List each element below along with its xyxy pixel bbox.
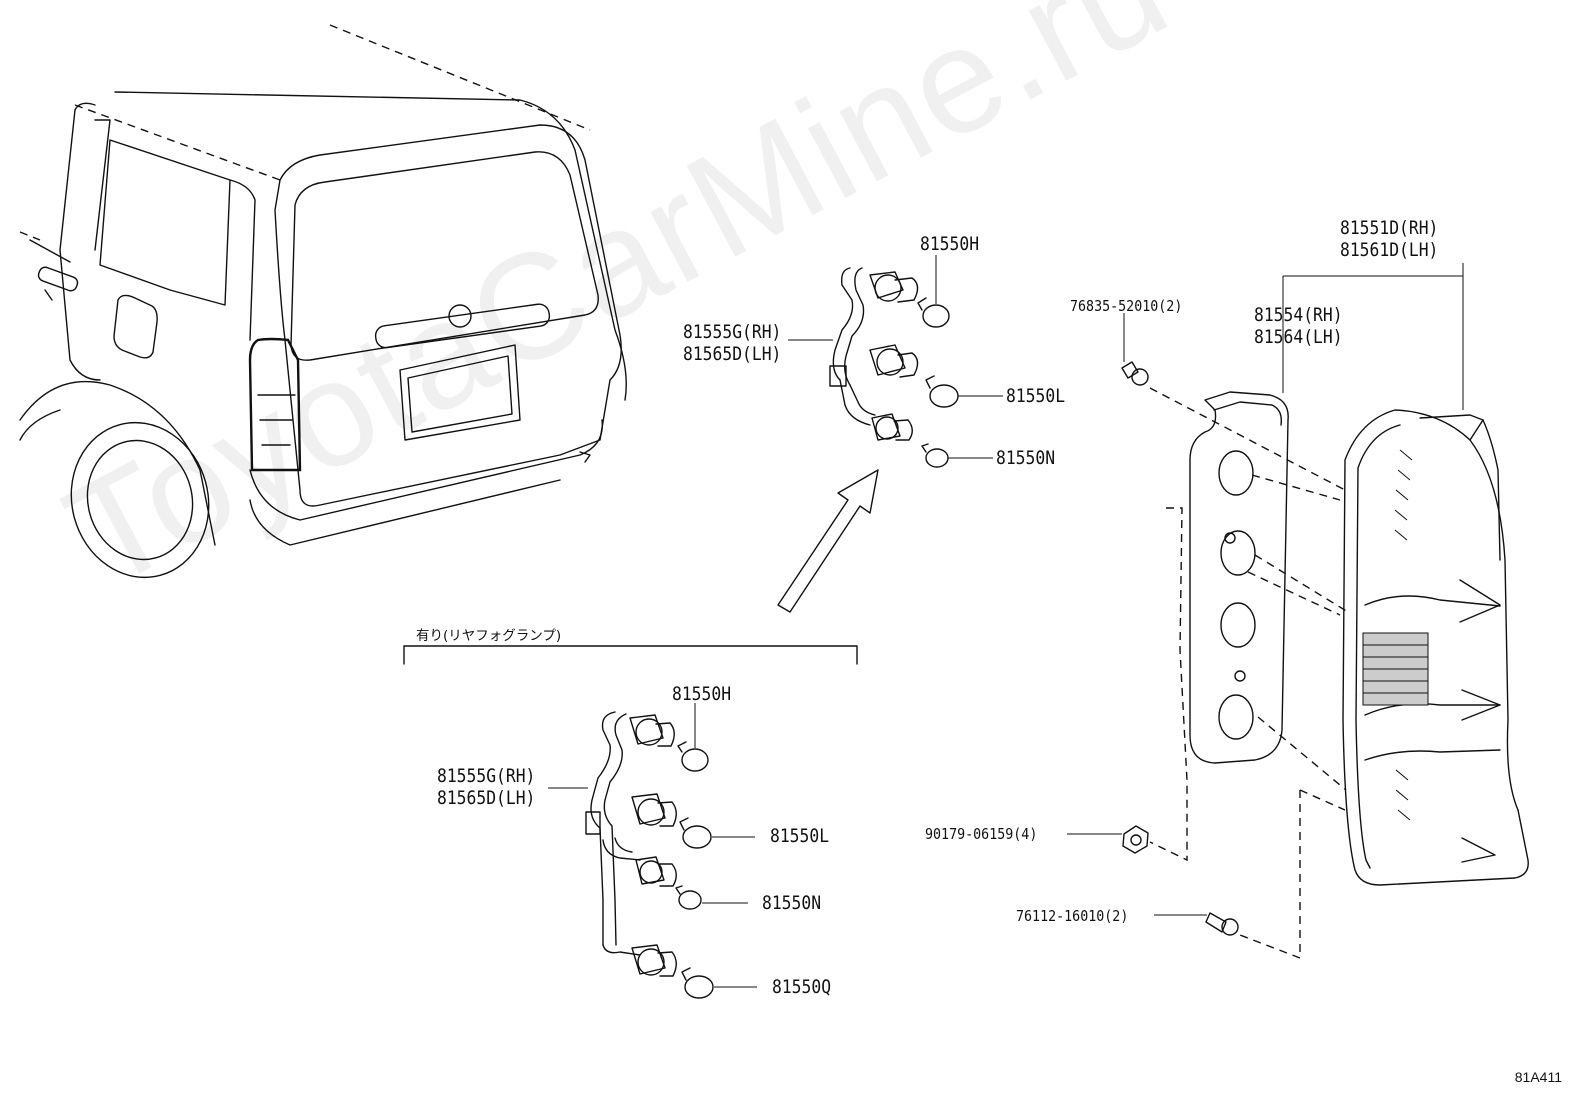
lamp-assy-rh-label: 81551D(RH) — [1340, 217, 1439, 239]
fog-socket-rh-label: 81555G(RH) — [437, 765, 536, 787]
diagram-code: 81A411 — [1514, 1069, 1562, 1085]
fog-bulb-l-label: 81550L — [770, 825, 830, 847]
installation-dashed-lines — [1149, 387, 1349, 960]
fog-bulb-h-label: 81550H — [672, 683, 732, 705]
upper-socket-rh-label: 81555G(RH) — [683, 321, 782, 343]
nut-part-label: 90179-06159(4) — [925, 825, 1038, 843]
clip-part-label: 76835-52010(2) — [1070, 297, 1183, 315]
fog-variant-bracket — [403, 645, 858, 665]
fog-variant-title: 有り(リヤフォグランプ) — [416, 628, 562, 644]
upper-bulb-h-label: 81550H — [920, 233, 980, 255]
upper-bulb-n-label: 81550N — [996, 447, 1056, 469]
lamp-gasket-illustration — [1189, 391, 1289, 764]
tail-lamp-illustration — [1342, 409, 1529, 886]
upper-socket-lh-label: 81565D(LH) — [683, 343, 782, 365]
screw-part-label: 76112-16010(2) — [1016, 907, 1129, 925]
lamp-assy-lh-label: 81561D(LH) — [1340, 239, 1439, 261]
fog-socket-lh-label: 81565D(LH) — [437, 787, 536, 809]
gasket-lh-label: 81564(LH) — [1254, 326, 1343, 348]
fasteners-illustration — [1067, 313, 1239, 936]
upper-socket-wire-assembly — [788, 255, 1003, 468]
vehicle-rear-illustration — [19, 24, 879, 613]
assembly-leader-brackets — [1282, 263, 1464, 410]
fog-bulb-n-label: 81550N — [762, 892, 822, 914]
fog-bulb-q-label: 81550Q — [772, 976, 832, 998]
fog-socket-wire-assembly — [548, 703, 757, 999]
gasket-rh-label: 81554(RH) — [1254, 304, 1343, 326]
upper-bulb-l-label: 81550L — [1006, 385, 1066, 407]
